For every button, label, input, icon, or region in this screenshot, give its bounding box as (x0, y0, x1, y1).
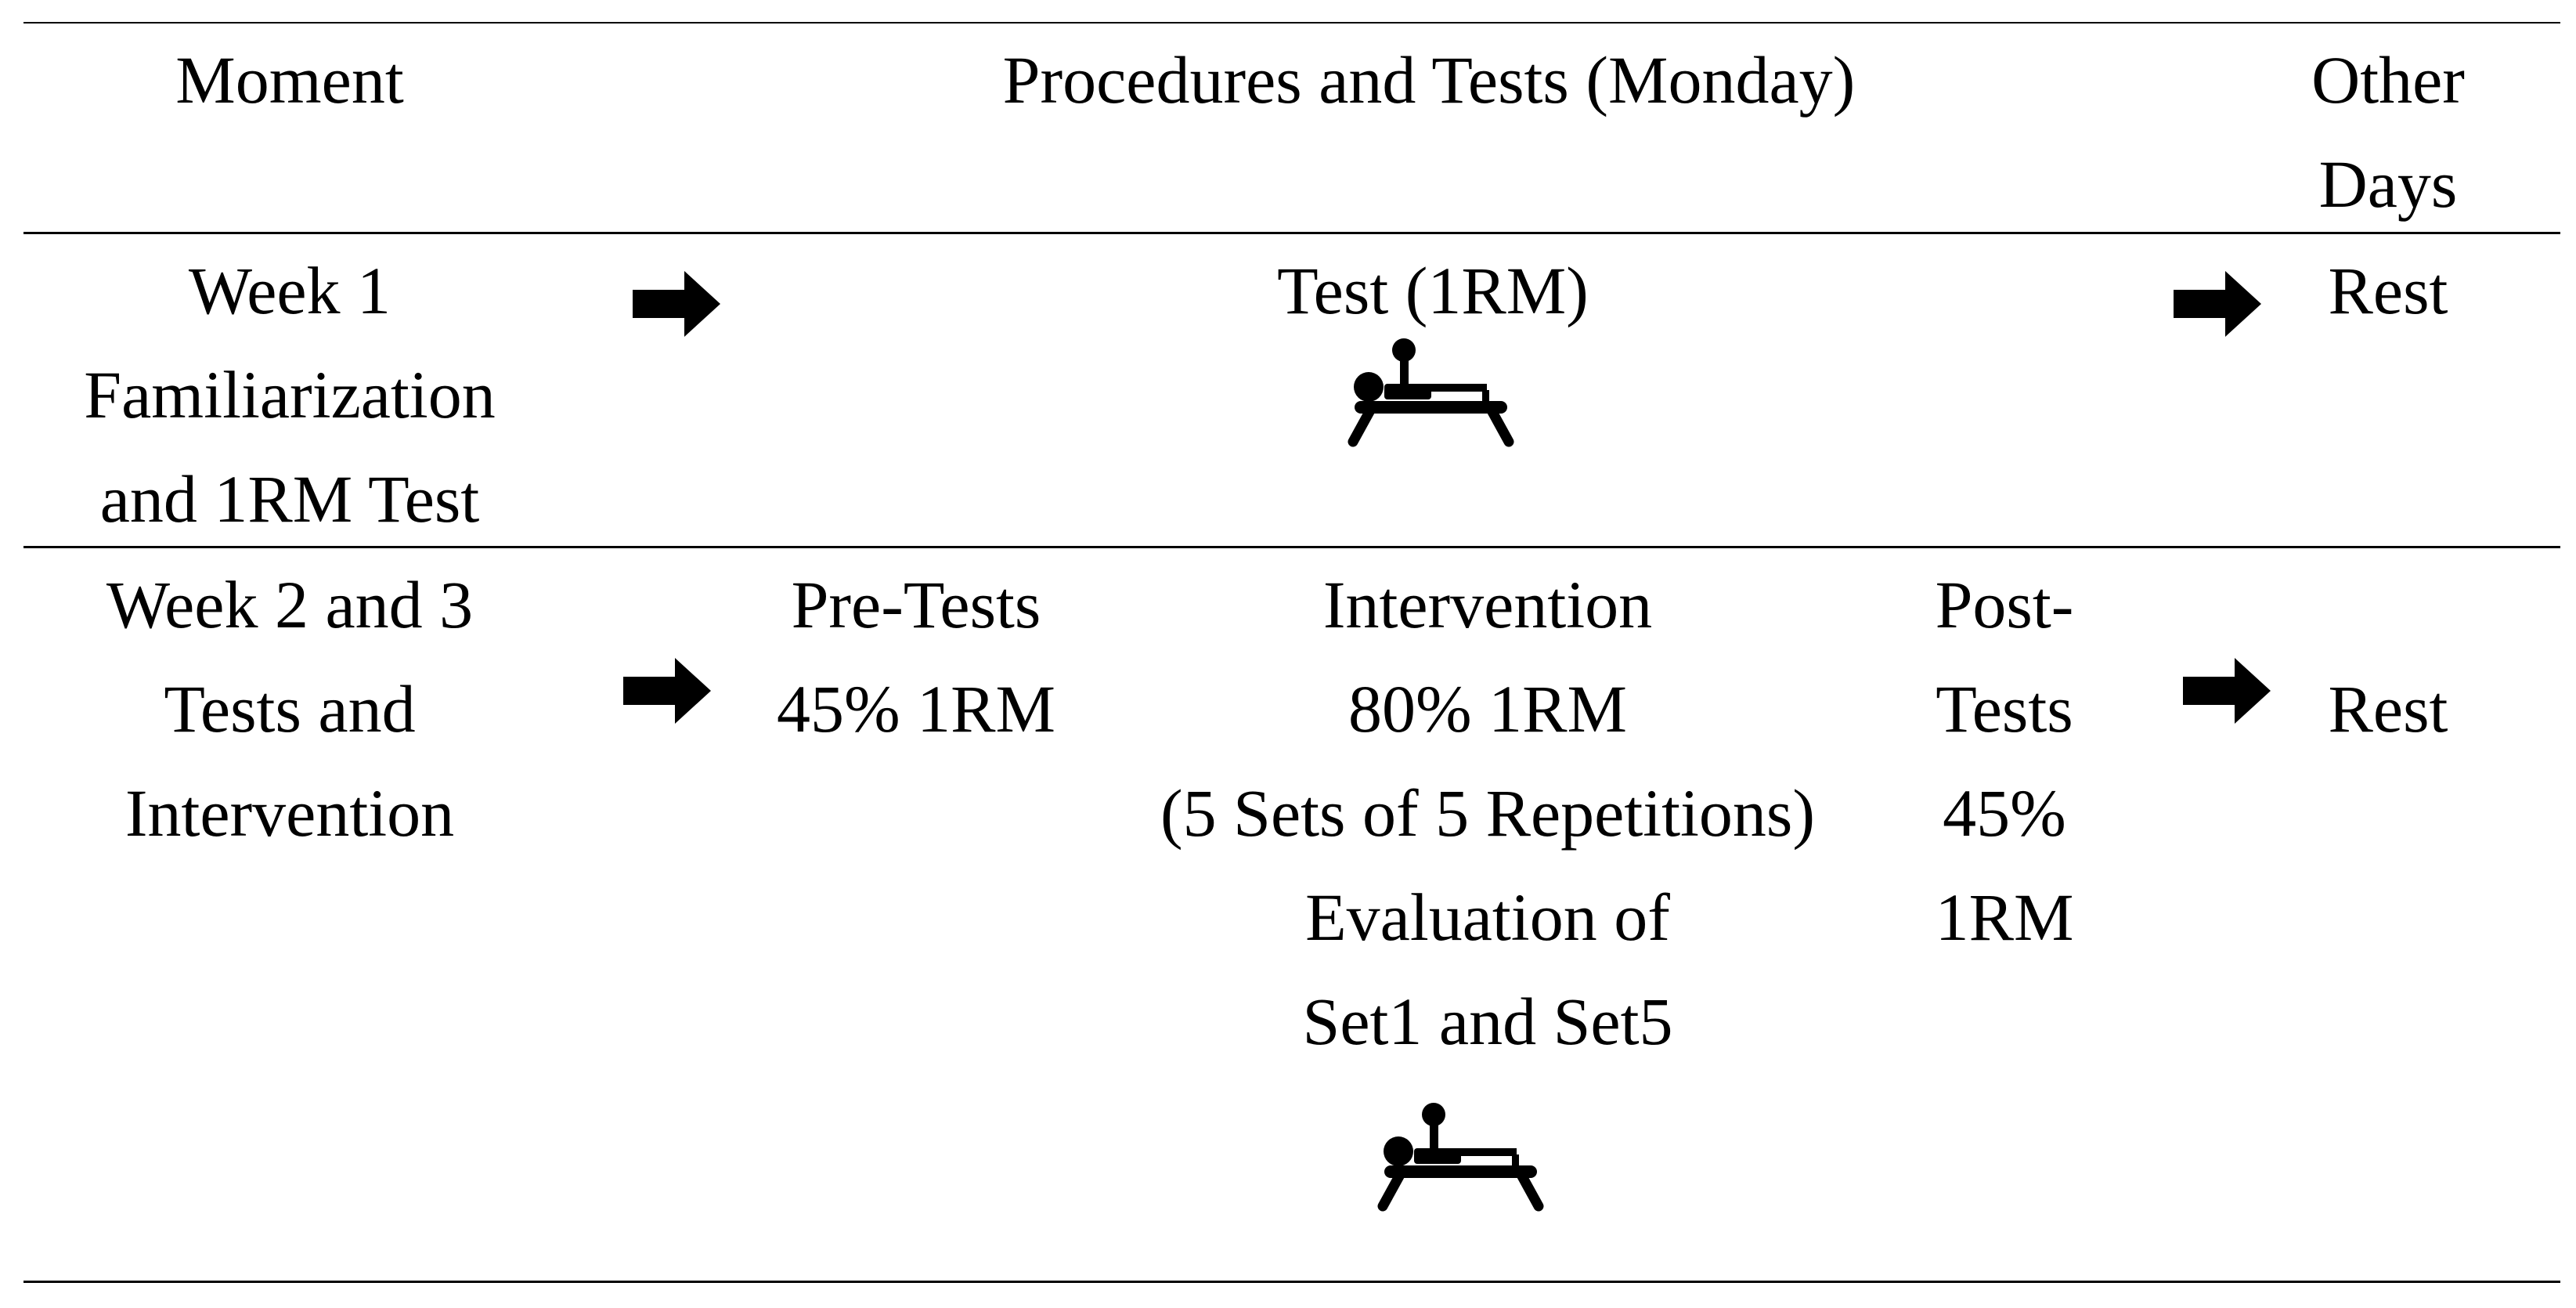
row2-post-line4: 1RM (1935, 880, 2074, 955)
row1-moment-line2: Familiarization (84, 357, 496, 432)
right-arrow-icon (2183, 658, 2271, 724)
row2-intervention-line5: Set1 and Set5 (1302, 984, 1673, 1059)
row2-moment-line1: Week 2 and 3 (106, 567, 474, 642)
right-arrow-icon (2174, 271, 2261, 337)
row2-post-line1: Post- (1935, 567, 2074, 642)
row-separator-rule (23, 546, 2560, 548)
header-other-days: Other Days (2239, 28, 2537, 237)
bench-press-icon (1347, 338, 1515, 448)
row2-intervention: Intervention 80% 1RM (5 Sets of 5 Repeti… (1112, 553, 1863, 1074)
row2-moment: Week 2 and 3 Tests and Intervention (23, 553, 556, 865)
header-separator-rule (23, 232, 2560, 234)
header-moment-label: Moment (175, 42, 404, 117)
row2-intervention-line2: 80% 1RM (1348, 671, 1627, 746)
header-procedures: Procedures and Tests (Monday) (783, 28, 2075, 132)
right-arrow-icon (633, 271, 720, 337)
row1-procedure: Test (1RM) (1104, 239, 1762, 343)
row2-pre-tests: Pre-Tests 45% 1RM (752, 553, 1081, 761)
right-arrow-icon (623, 658, 711, 724)
header-moment: Moment (55, 28, 525, 132)
header-procedures-label: Procedures and Tests (Monday) (1002, 42, 1856, 117)
row2-intervention-line3: (5 Sets of 5 Repetitions) (1160, 775, 1816, 851)
bench-press-icon (1376, 1103, 1545, 1212)
row2-other-label: Rest (2328, 671, 2448, 746)
row1-moment: Week 1 Familiarization and 1RM Test (23, 239, 556, 551)
row2-moment-line3: Intervention (124, 775, 455, 851)
row1-moment-line1: Week 1 (188, 253, 391, 328)
row2-post-tests: Post- Tests 45% 1RM (1895, 553, 2114, 970)
row2-post-line2: Tests (1936, 671, 2073, 746)
table-top-rule (23, 22, 2560, 23)
row1-other-label: Rest (2328, 253, 2448, 328)
header-other-days-line1: Other (2311, 42, 2465, 117)
row2-post-line3: 45% (1943, 775, 2066, 851)
row2-intervention-line1: Intervention (1322, 567, 1653, 642)
row1-other: Rest (2239, 239, 2537, 343)
row1-moment-line3: and 1RM Test (99, 461, 480, 537)
row2-other: Rest (2239, 657, 2537, 761)
row2-pre-line1: Pre-Tests (791, 567, 1041, 642)
table-bottom-rule (23, 1281, 2560, 1283)
row1-procedure-label: Test (1RM) (1277, 253, 1589, 328)
row2-intervention-line4: Evaluation of (1305, 880, 1670, 955)
row2-pre-line2: 45% 1RM (777, 671, 1055, 746)
row2-moment-line2: Tests and (164, 671, 416, 746)
header-other-days-line2: Days (2318, 146, 2458, 222)
